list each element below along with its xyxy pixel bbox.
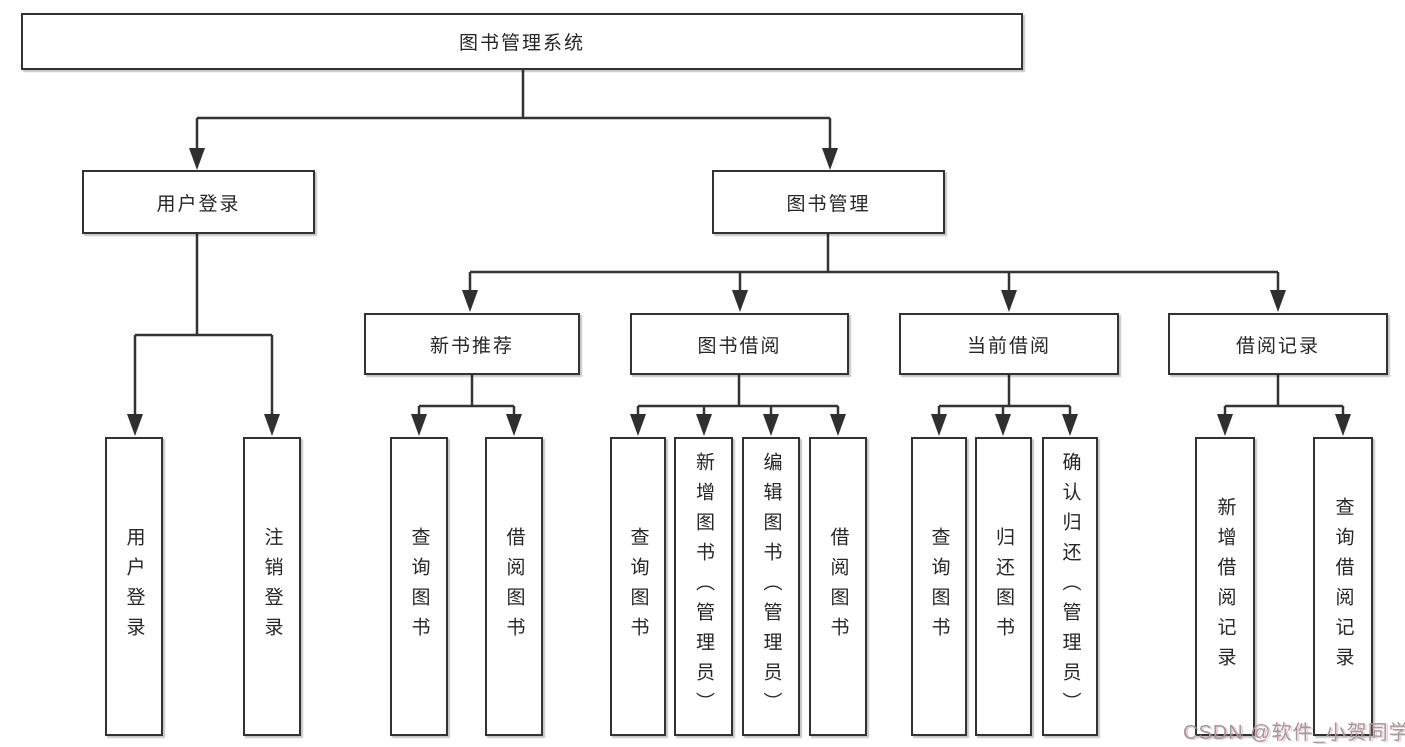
leaf-query-books-current: 查询图书 [911, 437, 967, 736]
leaf-label: 新增图书（管理员） [693, 451, 714, 722]
leaf-label: 注销登录 [261, 526, 283, 647]
leaf-query-borrow-record: 查询借阅记录 [1313, 437, 1373, 736]
leaf-confirm-return-admin: 确认归还（管理员） [1042, 437, 1098, 736]
leaf-label: 借阅图书 [503, 526, 525, 647]
leaf-label: 确认归还（管理员） [1059, 451, 1081, 722]
leaf-borrow-books-recommend: 借阅图书 [485, 437, 543, 736]
leaf-label: 用户登录 [123, 526, 145, 647]
node-root-system: 图书管理系统 [21, 13, 1023, 70]
leaf-logout: 注销登录 [243, 437, 301, 736]
node-book-management: 图书管理 [712, 170, 945, 234]
node-book-borrow: 图书借阅 [630, 313, 849, 375]
node-user-login: 用户登录 [82, 170, 315, 234]
leaf-label: 查询图书 [408, 526, 430, 647]
leaf-label: 查询图书 [928, 526, 950, 647]
leaf-user-login: 用户登录 [105, 437, 163, 736]
leaf-label: 编辑图书（管理员） [760, 451, 782, 722]
leaf-label: 借阅图书 [827, 526, 849, 647]
csdn-watermark: CSDN @软件_小贺同学 [1183, 722, 1405, 744]
node-current-borrow: 当前借阅 [899, 313, 1119, 375]
leaf-label: 新增借阅记录 [1214, 496, 1236, 677]
leaf-label: 归还图书 [993, 526, 1014, 647]
leaf-add-books-admin: 新增图书（管理员） [674, 437, 733, 736]
node-borrow-records: 借阅记录 [1168, 313, 1388, 375]
leaf-query-books-recommend: 查询图书 [390, 437, 448, 736]
leaf-edit-books-admin: 编辑图书（管理员） [742, 437, 800, 736]
leaf-borrow-books: 借阅图书 [809, 437, 867, 736]
leaf-query-books-borrow: 查询图书 [610, 437, 666, 736]
leaf-add-borrow-record: 新增借阅记录 [1195, 437, 1255, 736]
node-new-book-recommend: 新书推荐 [364, 313, 580, 375]
leaf-label: 查询图书 [627, 526, 649, 647]
leaf-return-books: 归还图书 [975, 437, 1032, 736]
leaf-label: 查询借阅记录 [1332, 496, 1354, 677]
